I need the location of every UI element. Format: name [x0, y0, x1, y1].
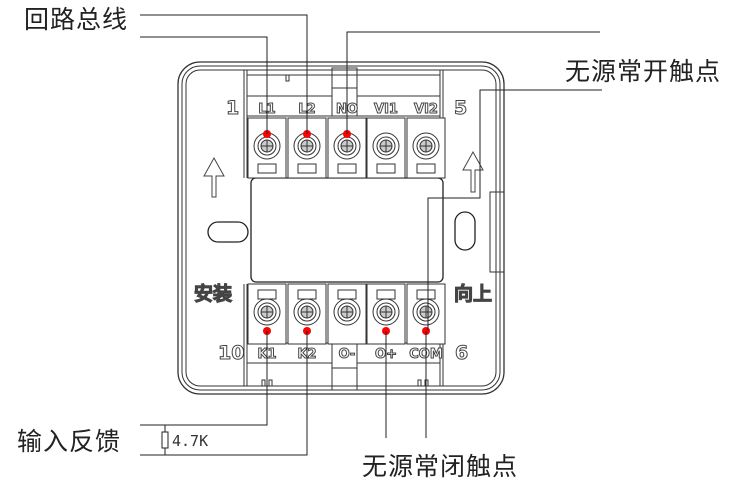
terminal-o: O-: [327, 283, 367, 363]
up-marking: 向上: [454, 282, 492, 305]
side-tab: [489, 191, 505, 273]
terminal-label: VI1: [374, 102, 398, 117]
terminal-vi1: VI1: [366, 102, 406, 179]
nc-contact-label: 无源常闭触点: [362, 452, 519, 481]
clamp-tab: [257, 163, 277, 174]
terminal-block-frame: [243, 67, 444, 391]
up-arrow-icon-left: [203, 156, 225, 198]
screw-icon: [372, 132, 400, 160]
no-contact-label: 无源常开触点: [565, 57, 722, 86]
mounting-hole-right: [454, 211, 476, 251]
resistor-value: 4.7K: [172, 432, 208, 450]
terminal-k1: K1: [247, 283, 287, 363]
center-plate: [250, 177, 444, 283]
screw-icon: [412, 132, 440, 160]
terminal-l1: L1: [247, 102, 287, 179]
screw-icon: [333, 132, 361, 160]
input-feedback-label: 输入反馈: [17, 427, 122, 456]
screw-icon: [253, 298, 281, 326]
clamp-tab: [416, 163, 436, 174]
up-arrow-icon-right: [462, 150, 484, 193]
terminal-label: O-: [339, 347, 356, 362]
terminal-number-6: 6: [455, 342, 468, 364]
install-marking: 安装: [194, 282, 232, 305]
screw-icon: [333, 298, 361, 326]
terminal-k2: K2: [287, 283, 327, 363]
clamp-tab: [297, 163, 317, 174]
terminal-vi2: VI2: [406, 102, 446, 179]
terminal-label: VI2: [414, 102, 438, 117]
clamp-tab: [337, 163, 357, 174]
terminal-number-5: 5: [454, 97, 467, 119]
screw-icon: [372, 298, 400, 326]
terminal-number-1: 1: [226, 97, 239, 119]
clamp-tab: [376, 163, 396, 174]
screw-icon: [293, 298, 321, 326]
loop-bus-label: 回路总线: [24, 5, 129, 34]
terminal-number-10: 10: [218, 342, 244, 364]
leader-lines: [140, 14, 602, 456]
resistor-symbol: [161, 431, 169, 449]
screw-icon: [412, 298, 440, 326]
mounting-hole-left: [207, 221, 249, 243]
